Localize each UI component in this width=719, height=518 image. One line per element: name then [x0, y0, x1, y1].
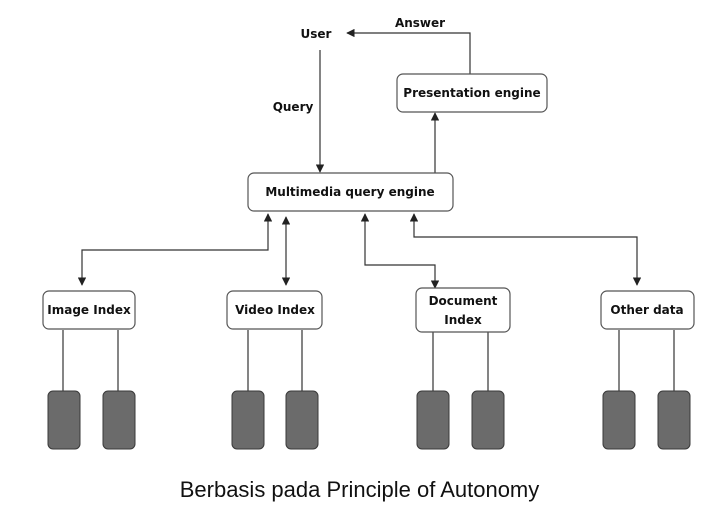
image-index-node: Image Index [42, 290, 136, 330]
image-index-label: Image Index [47, 303, 131, 317]
document-index-label-line1: Document [429, 294, 498, 308]
document-index-link [360, 213, 440, 289]
answer-arrow [346, 28, 471, 75]
multimedia-query-engine-node: Multimedia query engine [247, 172, 454, 212]
other-data-node: Other data [600, 290, 695, 330]
presentation-engine-node: Presentation engine [396, 73, 548, 113]
user-node: User [301, 27, 332, 41]
other-data-link [409, 213, 642, 286]
storage-icon [471, 390, 505, 450]
storage-icon [602, 390, 636, 450]
query-engine-label: Multimedia query engine [265, 185, 434, 199]
storage-icon [416, 390, 450, 450]
storage-icon [47, 390, 81, 450]
connectors [62, 28, 675, 392]
storage-icon [231, 390, 265, 450]
image-index-link [77, 213, 273, 286]
query-label: Query [273, 100, 314, 114]
document-index-label-line2: Index [444, 313, 482, 327]
answer-label: Answer [395, 16, 445, 30]
storage-icon [657, 390, 691, 450]
caption: Berbasis pada Principle of Autonomy [179, 477, 540, 502]
storage-icon [102, 390, 136, 450]
presentation-engine-label: Presentation engine [403, 86, 540, 100]
video-index-node: Video Index [226, 290, 323, 330]
other-data-label: Other data [610, 303, 683, 317]
storage-units [47, 390, 691, 450]
video-index-label: Video Index [235, 303, 315, 317]
document-index-node: Document Index [415, 287, 511, 333]
storage-icon [285, 390, 319, 450]
